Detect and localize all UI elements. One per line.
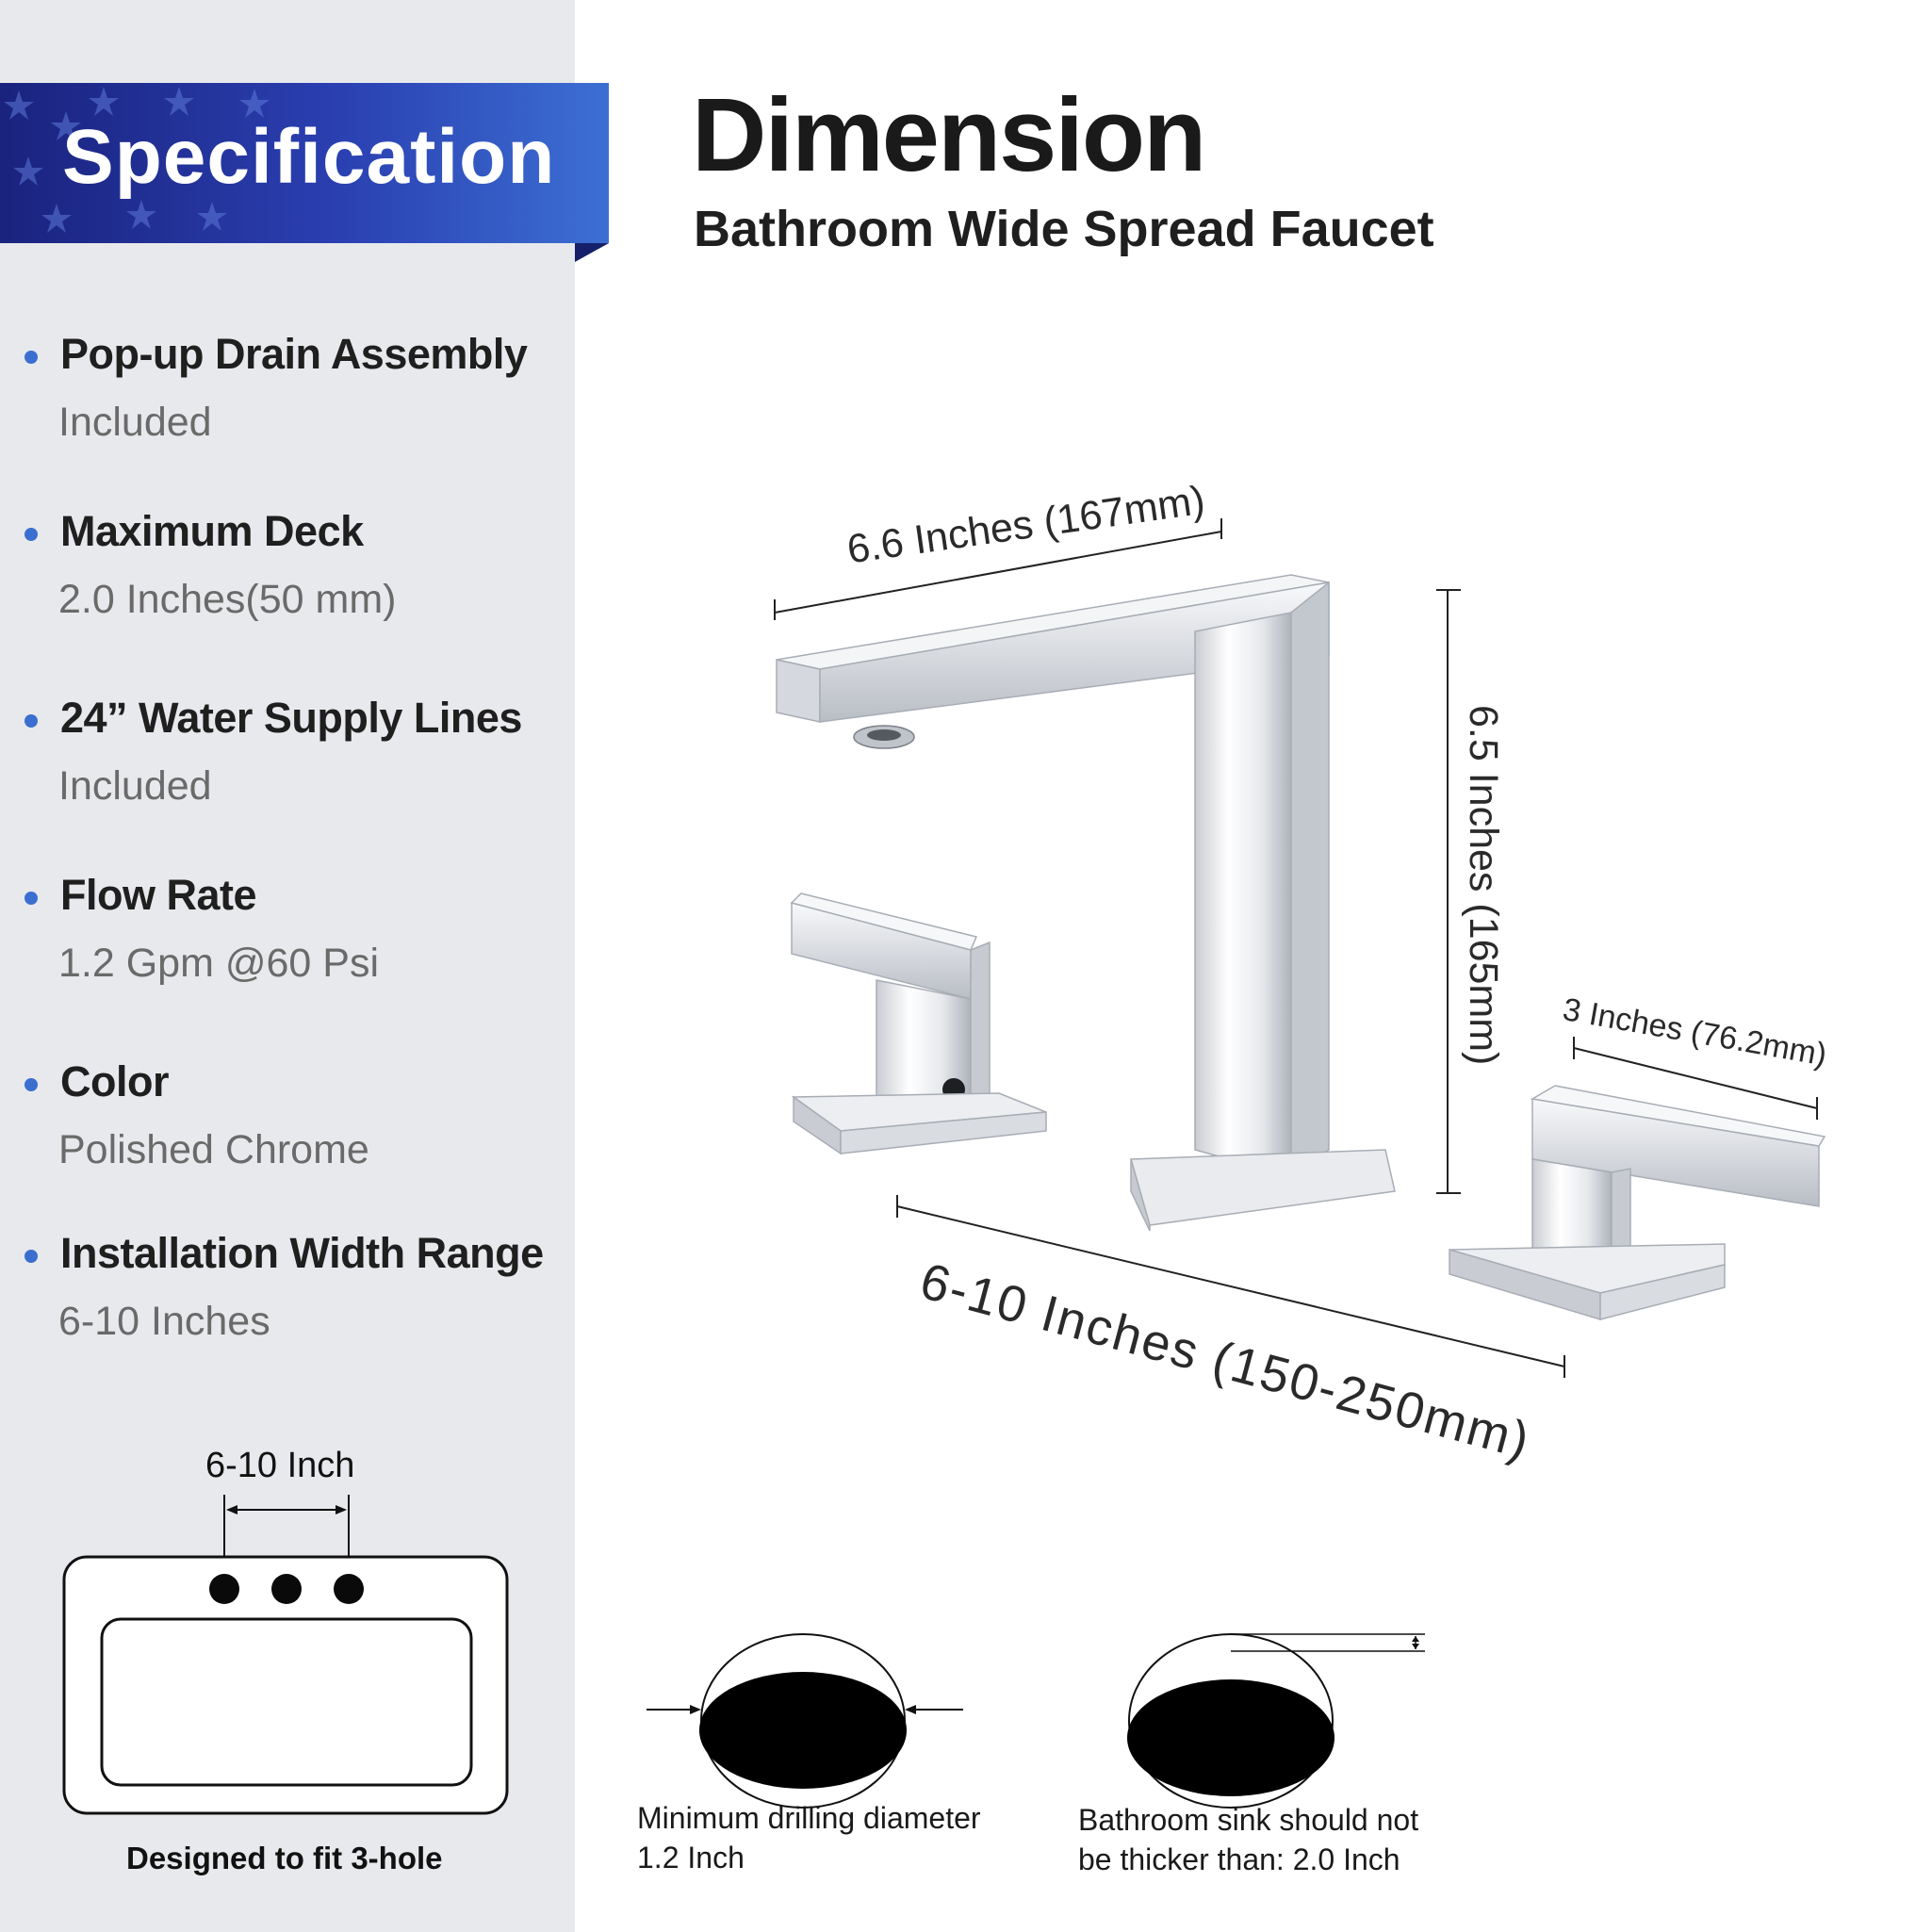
drilling-diameter-note: Minimum drilling diameter 1.2 Inch (637, 1798, 981, 1877)
spec-value: Included (58, 400, 212, 445)
spec-label: Maximum Deck (60, 507, 364, 555)
spec-value: Polished Chrome (58, 1127, 369, 1172)
bullet-icon (25, 1078, 38, 1091)
banner-fold (575, 243, 609, 262)
sink-caption: Designed to fit 3-hole (126, 1841, 443, 1875)
spec-label: Flow Rate (60, 871, 257, 919)
dimension-title: Dimension (692, 77, 1206, 193)
dimension-subtitle: Bathroom Wide Spread Faucet (694, 201, 1434, 257)
sink-thickness-note: Bathroom sink should not be thicker than… (1078, 1800, 1418, 1879)
spec-label: Installation Width Range (60, 1229, 544, 1277)
spec-label: 24” Water Supply Lines (60, 694, 522, 742)
bullet-icon (25, 1250, 38, 1263)
spec-value: 2.0 Inches(50 mm) (58, 577, 397, 622)
spec-label: Color (60, 1057, 170, 1105)
bullet-icon (25, 714, 38, 728)
note-line: 1.2 Inch (637, 1841, 745, 1875)
sink-three-hole-diagram (62, 1495, 509, 1815)
note-line: Minimum drilling diameter (637, 1801, 981, 1835)
specification-title: Specification (62, 114, 556, 200)
spec-value: Included (58, 763, 212, 809)
note-line: Bathroom sink should not (1078, 1803, 1419, 1837)
drilling-diameter-diagram (647, 1633, 963, 1809)
bullet-icon (25, 528, 38, 541)
sink-hole-spacing-label: 6-10 Inch (205, 1446, 355, 1485)
bullet-icon (25, 892, 38, 905)
spec-label: Pop-up Drain Assembly (60, 330, 528, 378)
bullet-icon (25, 351, 38, 364)
faucet-height-measurement: 6.5 Inches (165mm) (1461, 705, 1506, 1066)
stars-pattern-icon (4, 87, 270, 233)
specification-banner: Specification (0, 83, 609, 243)
faucet-dimension-illustration (774, 518, 1826, 1378)
sink-thickness-diagram (1127, 1633, 1425, 1809)
spec-value: 1.2 Gpm @60 Psi (58, 941, 380, 986)
spec-value: 6-10 Inches (58, 1299, 270, 1344)
note-line: be thicker than: 2.0 Inch (1078, 1842, 1400, 1876)
